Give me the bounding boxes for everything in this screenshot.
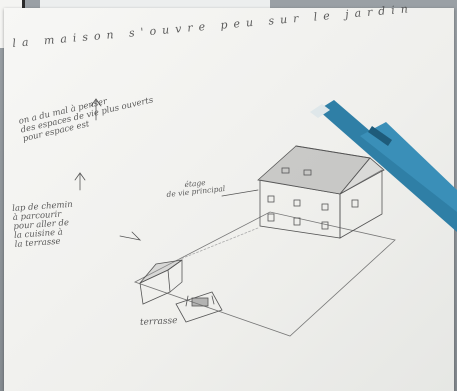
annex-roof <box>140 260 182 283</box>
terrace-deck <box>176 292 222 322</box>
label-leader <box>222 190 258 196</box>
window <box>352 200 358 207</box>
window <box>322 204 328 210</box>
label-terrace: terrasse <box>140 317 178 328</box>
window <box>294 200 300 206</box>
note-path-length: lap de chemin à parcourir pour aller de … <box>12 201 76 250</box>
window <box>322 222 328 229</box>
window <box>294 218 300 225</box>
arrow-curl <box>120 232 140 240</box>
terrace-table <box>192 298 208 306</box>
window <box>268 196 274 202</box>
fence <box>178 228 258 260</box>
window <box>268 214 274 221</box>
